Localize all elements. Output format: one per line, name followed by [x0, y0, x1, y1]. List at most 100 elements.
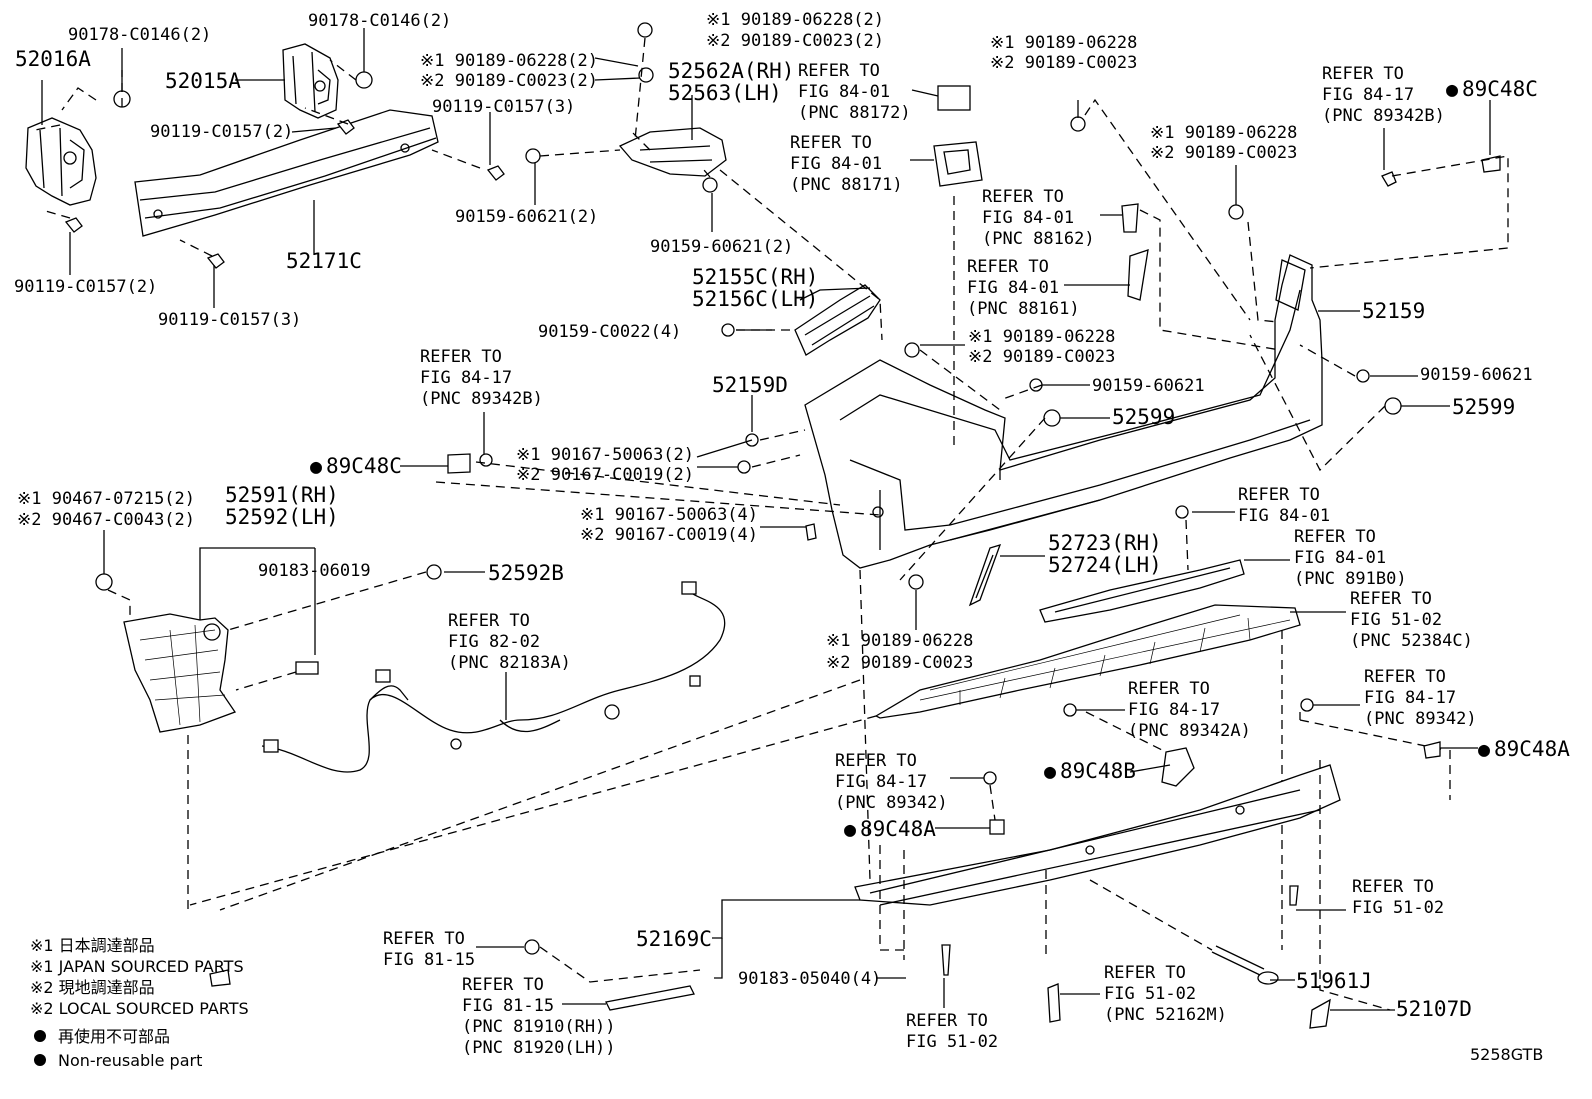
label-90159-d: 90159-60621 — [1092, 376, 1205, 396]
svg-text:REFER TO: REFER TO — [982, 187, 1064, 207]
refer-81910: REFER TO FIG 81-15 (PNC 81910(RH)) (PNC … — [462, 975, 616, 1058]
svg-text:REFER TO: REFER TO — [1352, 877, 1434, 897]
label-90159-c: 90159-C0022(4) — [538, 322, 681, 342]
svg-text:REFER TO: REFER TO — [835, 751, 917, 771]
refer-blocks: REFER TO FIG 84-01 (PNC 88172) REFER TO … — [383, 61, 1477, 1058]
label-90189-2e: ※2 90189-C0023 — [968, 347, 1115, 367]
svg-text:(PNC 81920(LH)): (PNC 81920(LH)) — [462, 1038, 616, 1058]
svg-text:REFER TO: REFER TO — [790, 133, 872, 153]
svg-text:(PNC 89342): (PNC 89342) — [1364, 709, 1477, 729]
svg-text:FIG 84-01: FIG 84-01 — [1238, 506, 1330, 526]
bullet-89c48b: ● — [1044, 759, 1056, 783]
svg-text:FIG 51-02: FIG 51-02 — [906, 1032, 998, 1052]
reinforcement-52169c — [854, 569, 1451, 1011]
svg-text:(PNC 88162): (PNC 88162) — [982, 229, 1095, 249]
label-89c48a-right: 89C48A — [1494, 737, 1570, 761]
label-90467-1: ※1 90467-07215(2) — [17, 489, 195, 509]
svg-text:REFER TO: REFER TO — [1128, 679, 1210, 699]
svg-text:REFER TO: REFER TO — [967, 257, 1049, 277]
label-52156c: 52156C(LH) — [692, 287, 818, 311]
svg-text:REFER TO: REFER TO — [798, 61, 880, 81]
label-52724: 52724(LH) — [1048, 553, 1162, 577]
refer-52162m: REFER TO FIG 51-02 (PNC 52162M) — [1104, 963, 1227, 1025]
svg-text:REFER TO: REFER TO — [448, 611, 530, 631]
svg-text:(PNC 82183A): (PNC 82183A) — [448, 653, 571, 673]
parts-drawing — [25, 22, 1509, 1029]
bracket-52015a — [282, 43, 339, 119]
svg-text:(PNC 89342A): (PNC 89342A) — [1128, 721, 1251, 741]
clips-lower — [209, 698, 1441, 1029]
label-52599-a: 52599 — [1112, 405, 1175, 429]
label-90189-2a: ※2 90189-C0023(2) — [706, 31, 884, 51]
label-90167-2b: ※2 90167-C0019(4) — [580, 525, 758, 545]
refer-88161: REFER TO FIG 84-01 (PNC 88161) — [967, 257, 1080, 319]
svg-text:FIG 84-17: FIG 84-17 — [835, 772, 927, 792]
refer-88162: REFER TO FIG 84-01 (PNC 88162) — [982, 187, 1095, 249]
svg-text:REFER TO: REFER TO — [383, 929, 465, 949]
bracket-52562a — [525, 22, 727, 193]
svg-text:FIG 84-01: FIG 84-01 — [982, 208, 1074, 228]
label-52591: 52591(RH) — [225, 483, 339, 507]
fasteners-bumper — [435, 98, 1509, 590]
trim-strip-81910 — [605, 985, 695, 1011]
svg-text:FIG 51-02: FIG 51-02 — [1350, 610, 1442, 630]
legend: ※1 日本調達部品 ※1 JAPAN SOURCED PARTS ※2 現地調達… — [30, 936, 249, 1070]
svg-text:FIG 84-01: FIG 84-01 — [790, 154, 882, 174]
label-51961j: 51961J — [1296, 969, 1372, 993]
label-52563: 52563(LH) — [668, 81, 782, 105]
refer-89342-right: REFER TO FIG 84-17 (PNC 89342) — [1364, 667, 1477, 729]
label-89c48c-left: 89C48C — [326, 454, 402, 478]
bullet-89c48a-right: ● — [1478, 737, 1490, 761]
part-labels: 52016A 90178-C0146(2) 90178-C0146(2) 520… — [14, 10, 1570, 1021]
svg-text:REFER TO: REFER TO — [1238, 485, 1320, 505]
label-90159-e: 90159-60621 — [1420, 365, 1533, 385]
label-90183-a: 90183-06019 — [258, 561, 371, 581]
label-90167-1b: ※1 90167-50063(4) — [580, 505, 758, 525]
strip-52723 — [968, 544, 1002, 607]
svg-text:REFER TO: REFER TO — [906, 1011, 988, 1031]
legend-line-4: ※2 LOCAL SOURCED PARTS — [30, 999, 249, 1018]
label-90189-2d: ※2 90189-C0023 — [1150, 143, 1297, 163]
svg-text:FIG 84-01: FIG 84-01 — [1294, 548, 1386, 568]
label-90159-a: 90159-60621(2) — [455, 207, 598, 227]
refer-84-01: REFER TO FIG 84-01 — [1238, 485, 1330, 526]
label-90119-a: 90119-C0157(2) — [150, 122, 293, 142]
fasteners-top-left — [41, 59, 505, 269]
svg-text:REFER TO: REFER TO — [1350, 589, 1432, 609]
refer-parts-88172 — [933, 85, 1149, 301]
label-52592b: 52592B — [488, 561, 564, 585]
label-90119-d: 90119-C0157(3) — [158, 310, 301, 330]
label-90189-1f: ※1 90189-06228 — [826, 631, 973, 651]
label-90189-1b: ※1 90189-06228(2) — [420, 51, 598, 71]
mudguard-52591 — [95, 564, 442, 912]
legend-line-2: ※1 JAPAN SOURCED PARTS — [30, 957, 244, 976]
label-89c48c-right: 89C48C — [1462, 77, 1538, 101]
legend-line-1: ※1 日本調達部品 — [30, 936, 155, 955]
label-52723: 52723(RH) — [1048, 531, 1162, 555]
svg-text:REFER TO: REFER TO — [1104, 963, 1186, 983]
label-52592: 52592(LH) — [225, 505, 339, 529]
svg-text:(PNC 89342B): (PNC 89342B) — [420, 389, 543, 409]
label-90119-c: 90119-C0157(2) — [14, 277, 157, 297]
label-90189-1a: ※1 90189-06228(2) — [706, 10, 884, 30]
svg-text:(PNC 88161): (PNC 88161) — [967, 299, 1080, 319]
label-90189-1d: ※1 90189-06228 — [1150, 123, 1297, 143]
refer-82183a: REFER TO FIG 82-02 (PNC 82183A) — [448, 611, 571, 673]
label-52015a: 52015A — [165, 69, 241, 93]
label-52169c: 52169C — [636, 927, 712, 951]
refer-88171: REFER TO FIG 84-01 (PNC 88171) — [790, 133, 903, 195]
label-90183-b: 90183-05040(4) — [738, 969, 881, 989]
svg-text:(PNC 89342B): (PNC 89342B) — [1322, 106, 1445, 126]
refer-89342-center: REFER TO FIG 84-17 (PNC 89342) — [835, 751, 948, 813]
label-90119-b: 90119-C0157(3) — [432, 97, 575, 117]
bracket-52155c — [721, 284, 881, 356]
label-52107d: 52107D — [1396, 997, 1472, 1021]
label-90189-2b: ※2 90189-C0023(2) — [420, 71, 598, 91]
legend-line-6: Non-reusable part — [58, 1051, 202, 1070]
label-90178-right: 90178-C0146(2) — [308, 11, 451, 31]
refer-89342b-left: REFER TO FIG 84-17 (PNC 89342B) — [420, 347, 543, 409]
label-89c48b: 89C48B — [1060, 759, 1136, 783]
bracket-89c48b — [1085, 711, 1195, 787]
label-90167-2a: ※2 90167-C0019(2) — [516, 465, 694, 485]
